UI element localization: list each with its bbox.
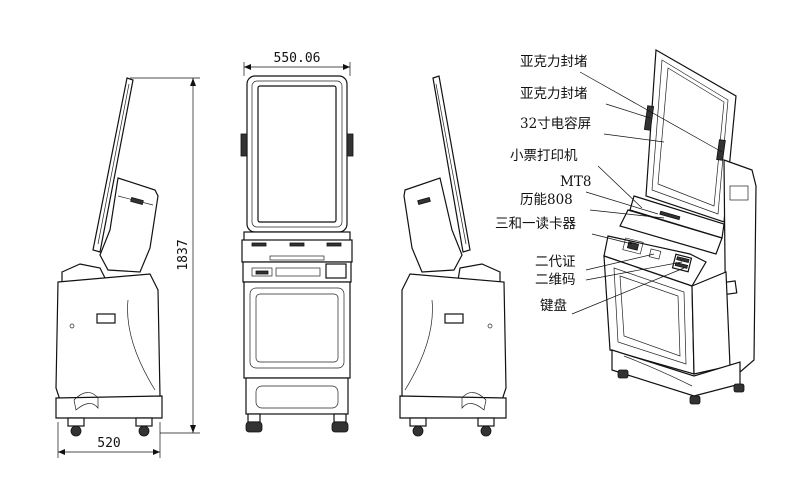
callout-receipt-printer: 小票打印机 xyxy=(510,147,578,164)
depth-value: 520 xyxy=(97,436,120,451)
callout-card-reader: 三和一读卡器 xyxy=(495,216,576,232)
isometric-view xyxy=(603,49,757,405)
caster-right-back xyxy=(409,417,427,437)
caster-left-back xyxy=(135,417,153,437)
callout-id-card: 二代证 xyxy=(535,254,576,270)
callout-keyboard: 键盘 xyxy=(540,297,567,314)
callout-linen808: 历能808 xyxy=(520,192,573,208)
caster-right-front xyxy=(477,417,495,437)
dimension-height: 1837 xyxy=(130,77,200,434)
callout-acrylic-seal-1: 亚克力封堵 xyxy=(520,54,588,70)
side-view-right xyxy=(399,75,507,437)
height-value: 1837 xyxy=(176,239,191,270)
caster-front-right xyxy=(331,413,349,433)
callout-mt8: MT8 xyxy=(560,174,591,190)
dimension-depth: 520 xyxy=(57,422,161,458)
front-view: 550.06 xyxy=(240,51,354,433)
caster-front-left xyxy=(245,413,263,433)
callout-screen: 32寸电容屏 xyxy=(520,115,591,132)
side-view-left xyxy=(55,77,163,437)
callout-acrylic-seal-2: 亚克力封堵 xyxy=(520,86,588,102)
caster-left-front xyxy=(67,417,85,437)
width-value: 550.06 xyxy=(274,51,321,66)
callouts: 亚克力封堵 亚克力封堵 32寸电容屏 小票打印机 MT8 历能808 三和一读卡… xyxy=(495,54,723,315)
callout-qr-code: 二维码 xyxy=(535,272,576,288)
